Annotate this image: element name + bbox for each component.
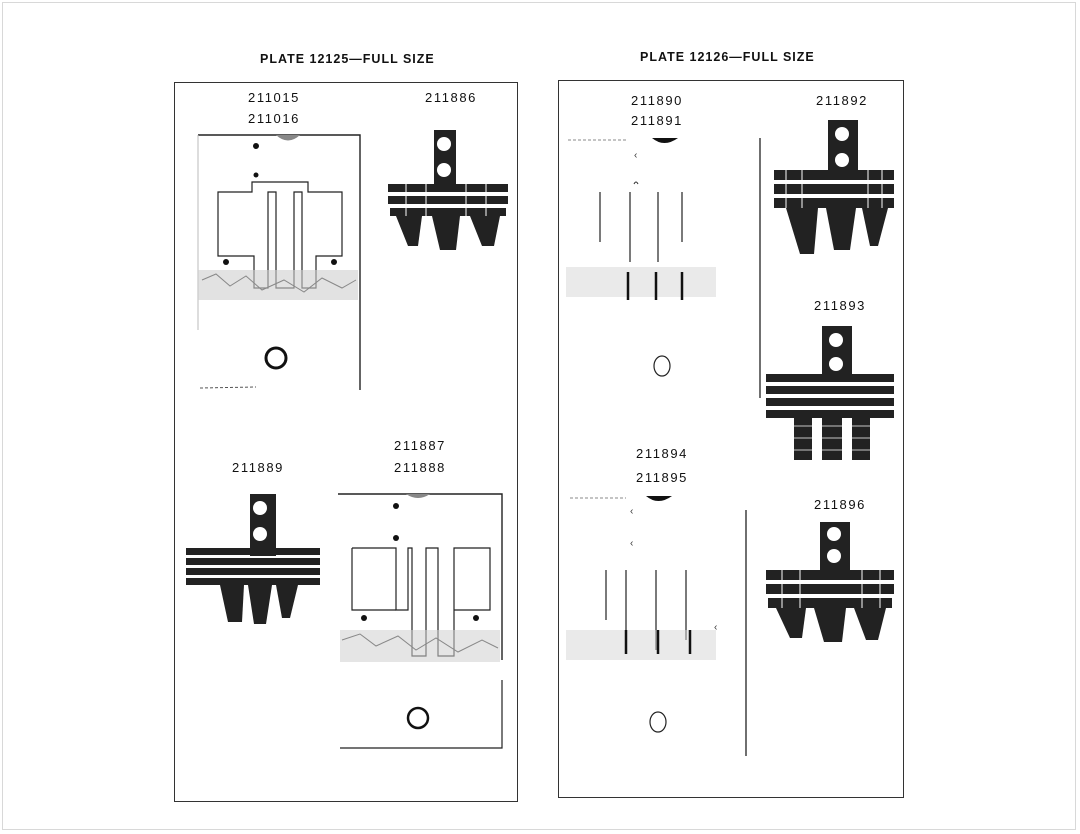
throat-plate-illustration — [338, 493, 503, 749]
part-number-211016: 211016 — [248, 111, 301, 126]
svg-text:‹: ‹ — [630, 538, 633, 549]
part-number-211893: 211893 — [814, 298, 867, 313]
feed-dog-illustration — [766, 326, 894, 460]
svg-text:‹: ‹ — [630, 506, 633, 517]
throat-plate-illustration: ‹ — [566, 138, 761, 398]
part-number-211888: 211888 — [394, 460, 447, 475]
part-number-211015: 211015 — [248, 90, 301, 105]
part-number-211891: 211891 — [631, 113, 684, 128]
feed-dog-illustration — [766, 522, 894, 642]
throat-plate-illustration: ‹ ‹ ‹ — [566, 496, 747, 756]
part-number-211890: 211890 — [631, 93, 684, 108]
part-number-211892: 211892 — [816, 93, 869, 108]
part-number-211895: 211895 — [636, 470, 689, 485]
part-number-211896: 211896 — [814, 497, 867, 512]
part-number-211887: 211887 — [394, 438, 447, 453]
part-number-211889: 211889 — [232, 460, 285, 475]
part-number-211894: 211894 — [636, 446, 689, 461]
plate-12125-panel — [174, 82, 518, 802]
throat-plate-illustration — [197, 134, 361, 390]
plate-12125-title: PLATE 12125—FULL SIZE — [260, 52, 435, 66]
feed-dog-illustration — [774, 120, 894, 254]
part-number-211886: 211886 — [425, 90, 478, 105]
feed-dog-illustration — [186, 494, 320, 624]
svg-text:‹: ‹ — [714, 622, 717, 633]
plate-12126-title: PLATE 12126—FULL SIZE — [640, 50, 815, 64]
feed-dog-illustration — [388, 130, 508, 250]
plate-12126-panel — [558, 80, 904, 798]
svg-text:‹: ‹ — [634, 150, 637, 161]
